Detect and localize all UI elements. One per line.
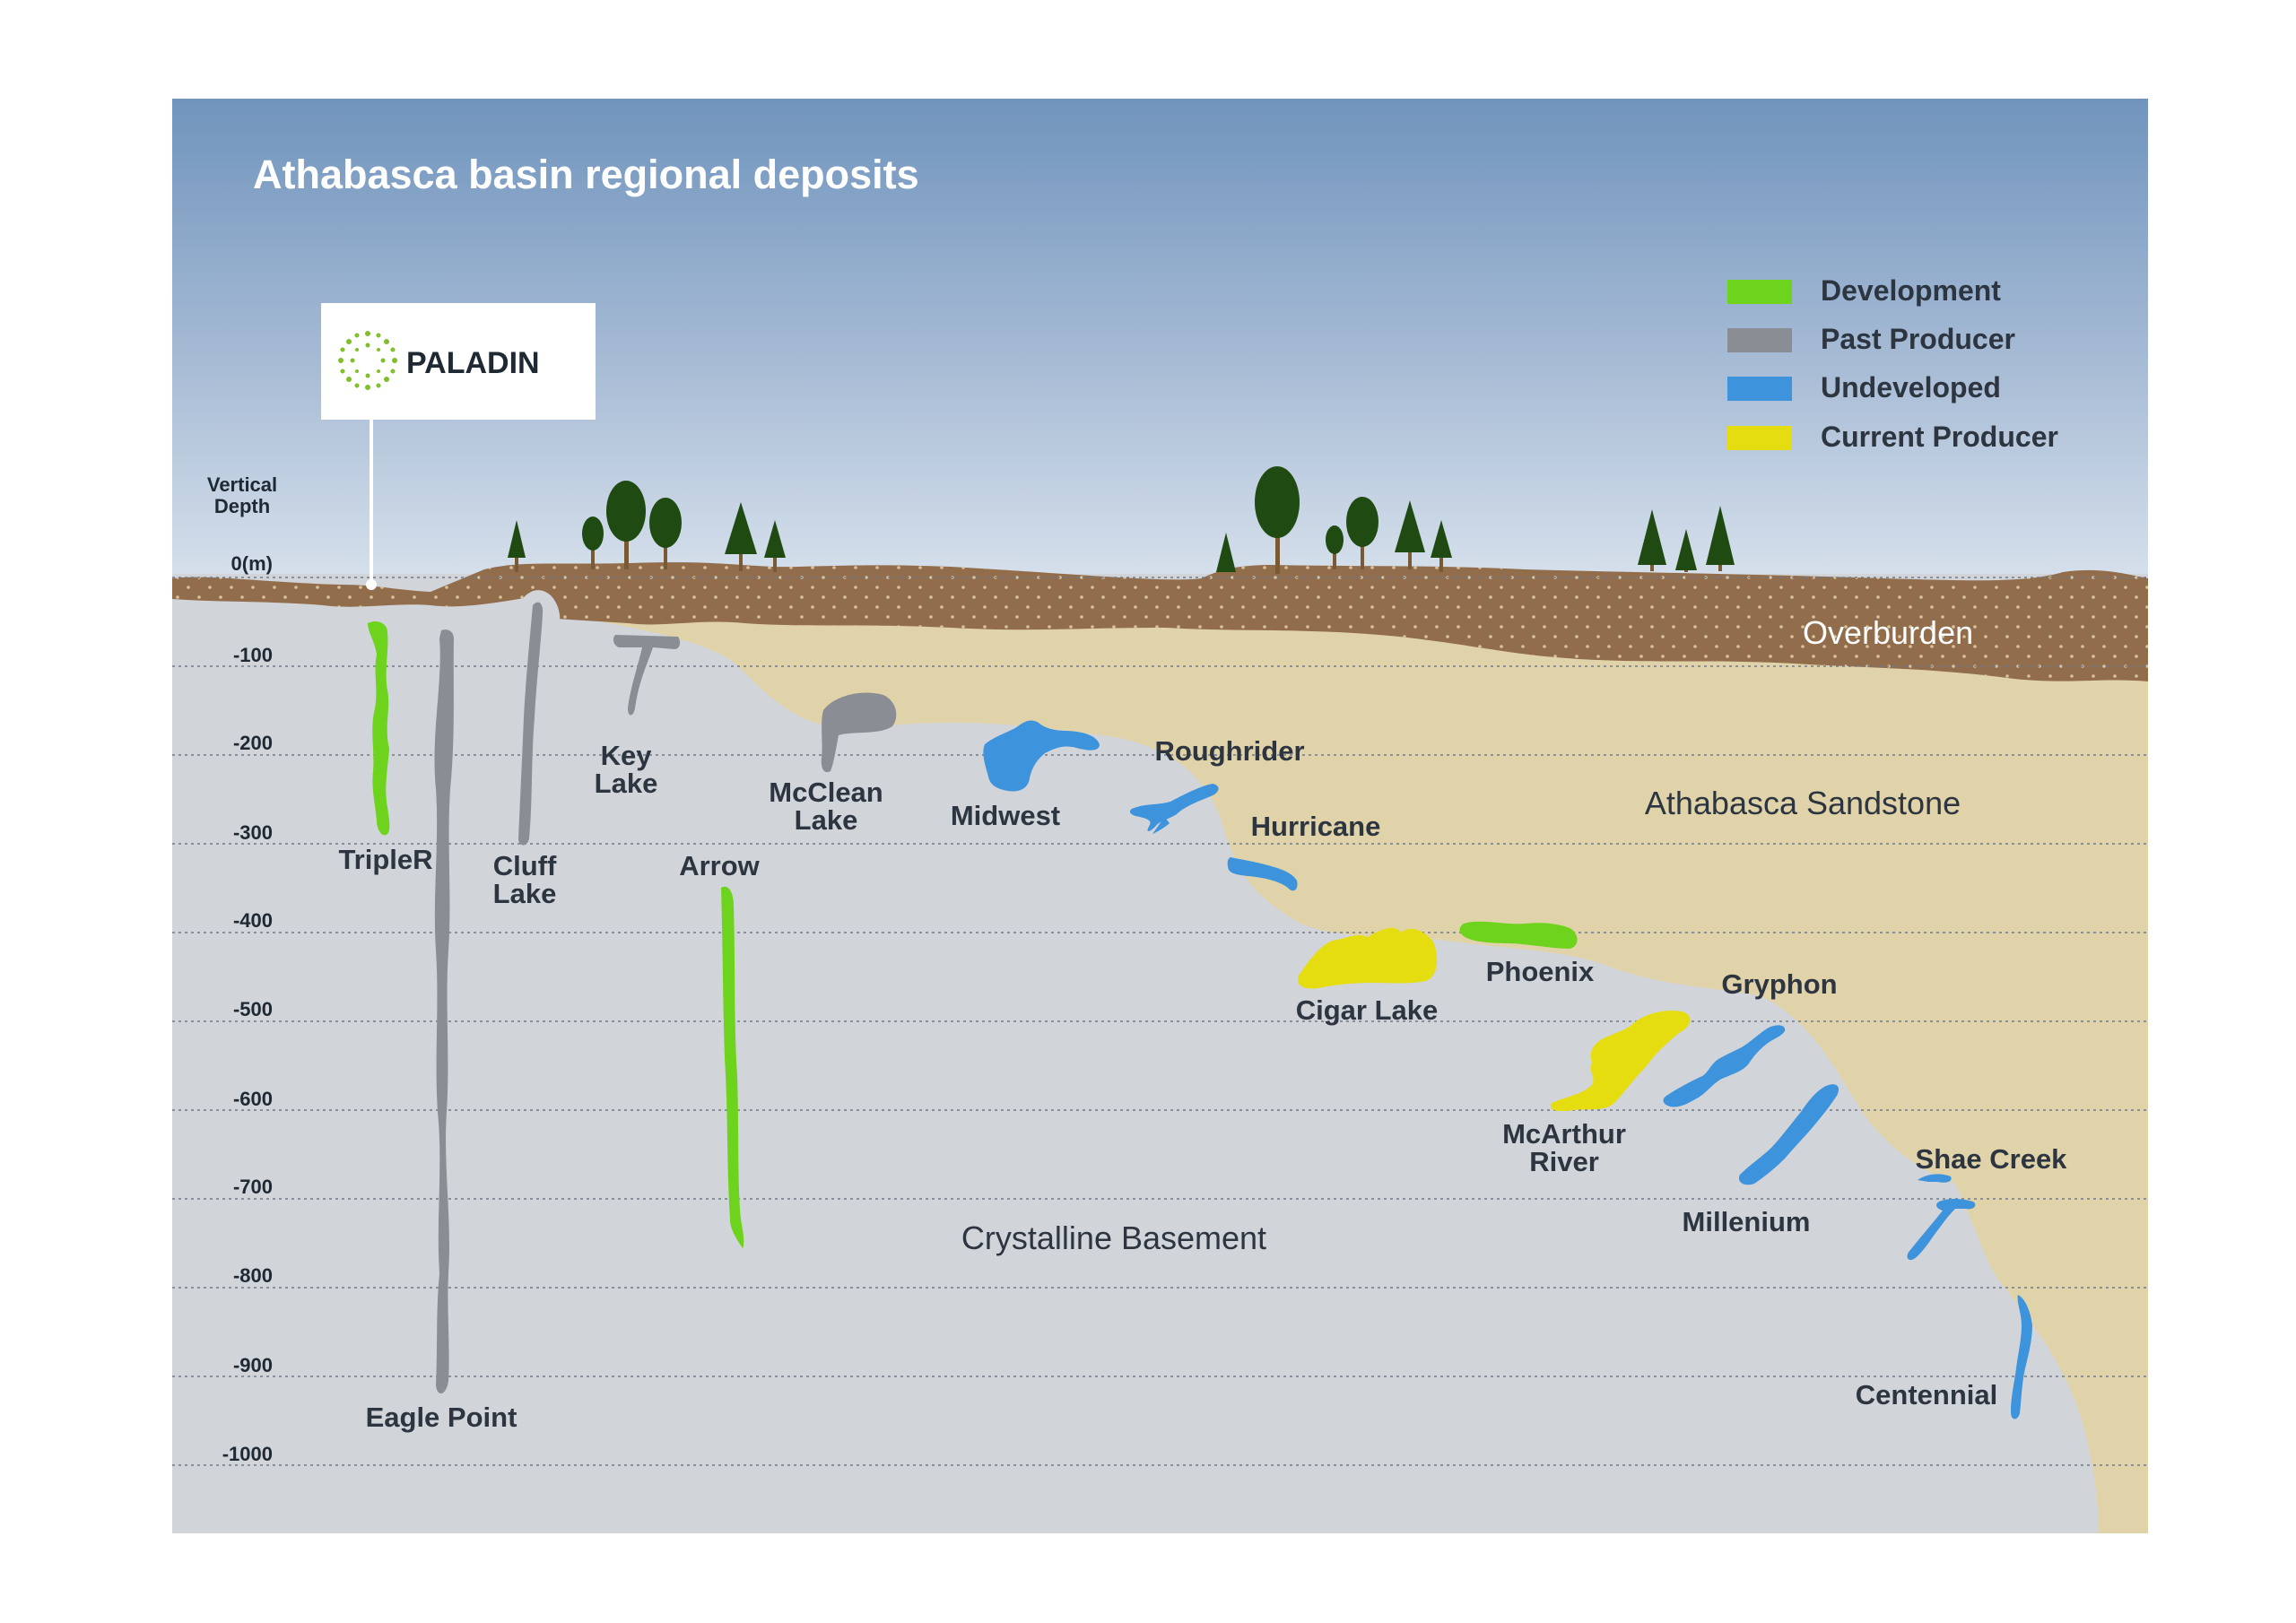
legend: Development Past Producer Undeveloped Cu… <box>1727 274 2058 453</box>
layer-label-sandstone: Athabasca Sandstone <box>1645 785 1961 821</box>
legend-label-development: Development <box>1821 274 2001 307</box>
deposit-shape-mcarthur-river <box>1551 1011 1691 1112</box>
legend-label-current-producer: Current Producer <box>1821 421 2058 453</box>
depth-tick-100: -100 <box>233 644 273 666</box>
trees <box>508 466 1735 574</box>
deposit-label-key-lake-2: Lake <box>595 768 658 799</box>
athabasca-sandstone-layer <box>538 610 2148 1533</box>
depth-tick-500: -500 <box>233 998 273 1020</box>
deposit-shape-tripler <box>368 621 390 836</box>
depth-axis: Vertical Depth 0(m) -100 -200 -300 -400 … <box>207 473 277 1465</box>
deposit-label-hurricane: Hurricane <box>1251 811 1381 842</box>
overburden-texture <box>172 562 2148 681</box>
deposit-label-key-lake-1: Key <box>601 740 653 771</box>
depth-tick-400: -400 <box>233 909 273 932</box>
deposit-shape-hurricane <box>1227 857 1298 891</box>
deposit-label-roughrider: Roughrider <box>1154 735 1304 767</box>
legend-item-current-producer: Current Producer <box>1727 421 2058 453</box>
deposit-label-phoenix: Phoenix <box>1486 956 1595 987</box>
deposit-shape-gryphon <box>1663 1025 1786 1107</box>
deposit-label-mcclean-lake-1: McClean <box>769 777 883 808</box>
deposit-shape-eagle-point <box>434 629 454 1394</box>
deposit-label-tripler: TripleR <box>338 844 432 875</box>
depth-tick-800: -800 <box>233 1264 273 1287</box>
paladin-logo: PALADIN <box>321 303 596 420</box>
depth-tick-200: -200 <box>233 732 273 754</box>
deposit-shape-arrow <box>721 886 744 1248</box>
legend-swatch-past-producer <box>1727 328 1792 352</box>
deposit-labels: TripleR Eagle Point Cluff Lake Key Lake … <box>338 735 2067 1433</box>
deposit-shape-mcclean-lake <box>821 692 897 773</box>
deposit-label-mcclean-lake-2: Lake <box>795 804 858 836</box>
depth-tick-700: -700 <box>233 1176 273 1198</box>
deposit-label-cigar-lake: Cigar Lake <box>1296 994 1439 1026</box>
legend-item-past-producer: Past Producer <box>1727 323 2015 355</box>
legend-swatch-current-producer <box>1727 426 1792 450</box>
deposit-label-millenium: Millenium <box>1683 1206 1811 1237</box>
deposit-shape-cluff-lake <box>518 602 544 846</box>
legend-swatch-undeveloped <box>1727 377 1792 401</box>
legend-item-development: Development <box>1727 274 2001 307</box>
paladin-logo-mark-icon <box>338 331 397 390</box>
deposit-label-shae-creek: Shae Creek <box>1916 1143 2068 1175</box>
legend-item-undeveloped: Undeveloped <box>1727 371 2001 404</box>
depth-axis-title-line2: Depth <box>214 495 270 517</box>
depth-tick-1000: -1000 <box>222 1443 273 1465</box>
legend-label-past-producer: Past Producer <box>1821 323 2015 355</box>
deposit-label-mcarthur-river-1: McArthur <box>1502 1118 1626 1150</box>
legend-swatch-development <box>1727 280 1792 304</box>
deposit-label-eagle-point: Eagle Point <box>366 1402 517 1433</box>
deposit-shape-key-lake <box>613 635 681 716</box>
paladin-logo-text: PALADIN <box>406 346 540 380</box>
deposit-shape-midwest <box>983 720 1100 792</box>
deposit-shape-centennial <box>2011 1295 2032 1419</box>
deposit-shape-shae-creek <box>1907 1174 1976 1261</box>
deposit-shape-cigar-lake <box>1298 927 1438 989</box>
deposit-label-gryphon: Gryphon <box>1721 968 1837 1000</box>
deposit-label-arrow: Arrow <box>679 850 760 881</box>
depth-tick-900: -900 <box>233 1354 273 1376</box>
deposit-shape-roughrider <box>1129 784 1219 834</box>
deposit-label-midwest: Midwest <box>951 800 1060 831</box>
legend-label-undeveloped: Undeveloped <box>1821 371 2001 404</box>
logo-signpost-base <box>366 579 377 590</box>
deposit-label-cluff-lake-1: Cluff <box>493 850 557 881</box>
logo-sign-board <box>321 303 596 420</box>
diagram-title: Athabasca basin regional deposits <box>253 152 919 197</box>
depth-tick-300: -300 <box>233 821 273 844</box>
depth-axis-title-line1: Vertical <box>207 473 277 496</box>
depth-tick-600: -600 <box>233 1088 273 1110</box>
deposit-label-cluff-lake-2: Lake <box>493 878 557 909</box>
layer-label-basement: Crystalline Basement <box>961 1219 1266 1256</box>
deposit-shape-phoenix <box>1459 921 1578 949</box>
deposit-shape-millenium <box>1738 1084 1839 1185</box>
deposit-label-centennial: Centennial <box>1856 1379 1997 1410</box>
depth-tick-0: 0(m) <box>231 552 273 575</box>
deposit-label-mcarthur-river-2: River <box>1529 1146 1599 1177</box>
layer-label-overburden: Overburden <box>1803 614 1973 651</box>
depth-gridlines <box>172 577 2148 1466</box>
